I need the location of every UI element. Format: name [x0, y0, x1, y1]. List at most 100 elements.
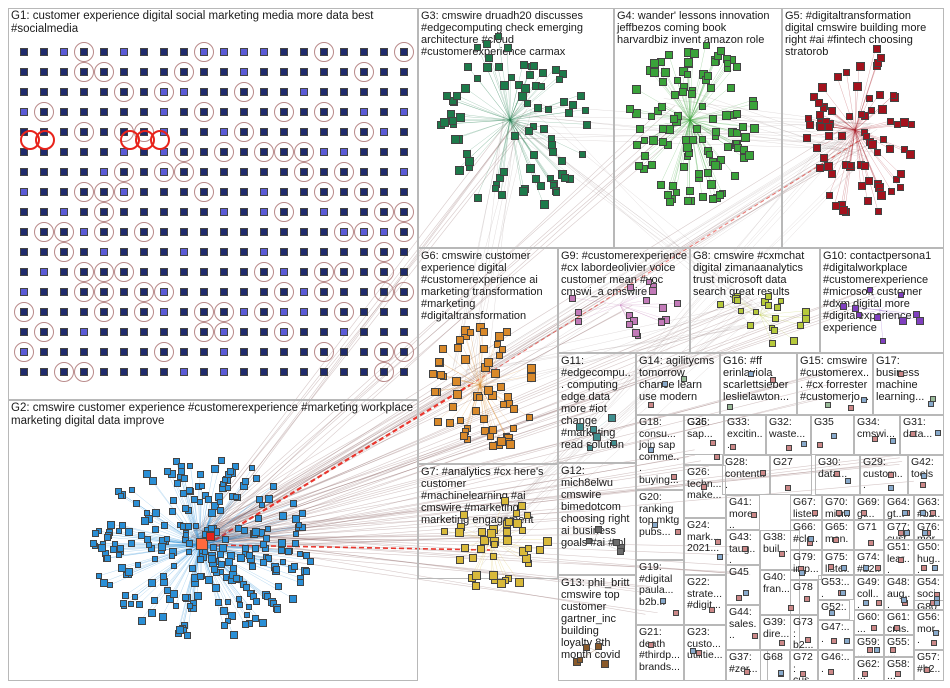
g11-vertex[interactable]: [587, 444, 594, 451]
g1-vertex[interactable]: [220, 348, 228, 356]
g1-vertex[interactable]: [360, 208, 368, 216]
g1-vertex[interactable]: [340, 48, 348, 56]
g2-vertex[interactable]: [225, 484, 232, 491]
g1-vertex[interactable]: [160, 248, 168, 256]
g11-vertex[interactable]: [608, 414, 617, 423]
g4-vertex[interactable]: [657, 181, 666, 190]
g2-vertex[interactable]: [149, 476, 158, 485]
g9-vertex[interactable]: [632, 329, 641, 338]
g1-vertex[interactable]: [320, 88, 328, 96]
g7-vertex[interactable]: [488, 571, 498, 581]
g5-vertex[interactable]: [862, 133, 870, 141]
g1-vertex[interactable]: [100, 368, 108, 376]
g4-vertex[interactable]: [660, 68, 670, 77]
g1-vertex[interactable]: [100, 328, 108, 336]
g1-vertex[interactable]: [160, 368, 168, 376]
small-group-vertex[interactable]: [898, 371, 905, 378]
g2-vertex[interactable]: [225, 617, 232, 624]
g1-vertex[interactable]: [260, 248, 268, 256]
g7-vertex[interactable]: [500, 496, 509, 505]
g2-vertex[interactable]: [307, 557, 315, 565]
g1-vertex[interactable]: [80, 68, 88, 76]
g2-vertex[interactable]: [104, 534, 112, 542]
g6-vertex[interactable]: [500, 401, 508, 409]
g8-vertex[interactable]: [764, 293, 772, 301]
g1-vertex[interactable]: [300, 308, 308, 316]
g6-vertex[interactable]: [457, 416, 465, 424]
g1-vertex[interactable]: [320, 248, 328, 256]
g5-vertex[interactable]: [885, 144, 894, 153]
g2-vertex[interactable]: [296, 579, 304, 587]
g1-vertex[interactable]: [80, 208, 88, 216]
small-group-vertex[interactable]: [801, 440, 808, 447]
g1-vertex[interactable]: [340, 88, 348, 96]
small-group-vertex[interactable]: [870, 625, 877, 631]
small-group-vertex[interactable]: [930, 396, 937, 403]
g6-vertex[interactable]: [453, 343, 462, 352]
g1-vertex[interactable]: [380, 248, 388, 256]
g6-vertex[interactable]: [504, 393, 513, 402]
g1-vertex[interactable]: [300, 368, 308, 376]
g11-vertex[interactable]: [589, 425, 597, 433]
g2-vertex[interactable]: [160, 521, 168, 529]
g1-vertex[interactable]: [320, 328, 328, 336]
small-group-vertex[interactable]: [751, 632, 758, 639]
g10-vertex[interactable]: [897, 291, 904, 298]
small-group-vertex[interactable]: [890, 647, 897, 653]
g1-vertex[interactable]: [180, 348, 188, 356]
g1-vertex[interactable]: [320, 108, 328, 116]
g1-vertex[interactable]: [400, 228, 408, 236]
g1-vertex[interactable]: [140, 268, 148, 276]
g1-vertex[interactable]: [180, 168, 188, 176]
g1-vertex[interactable]: [200, 128, 208, 136]
g2-vertex[interactable]: [237, 602, 244, 609]
g13-vertex[interactable]: [600, 659, 609, 668]
small-group-vertex[interactable]: [828, 669, 835, 676]
g13-vertex[interactable]: [583, 643, 591, 651]
g1-vertex[interactable]: [360, 108, 368, 116]
g1-vertex[interactable]: [80, 128, 88, 136]
g5-vertex[interactable]: [894, 121, 902, 129]
small-group-vertex[interactable]: [933, 600, 940, 606]
g1-vertex[interactable]: [400, 128, 408, 136]
g1-vertex[interactable]: [280, 308, 288, 316]
g2-vertex[interactable]: [173, 458, 181, 466]
small-group-vertex[interactable]: [829, 610, 836, 616]
small-group-vertex[interactable]: [662, 380, 669, 387]
small-group-vertex[interactable]: [889, 437, 896, 444]
g2-vertex[interactable]: [290, 562, 298, 570]
g2-vertex[interactable]: [208, 509, 217, 518]
g1-vertex[interactable]: [300, 328, 308, 336]
g4-vertex[interactable]: [733, 129, 742, 138]
g1-vertex[interactable]: [100, 88, 108, 96]
g10-vertex[interactable]: [898, 317, 907, 326]
g3-vertex[interactable]: [530, 150, 539, 159]
g2-vertex[interactable]: [217, 457, 225, 465]
g2-vertex[interactable]: [132, 500, 140, 508]
g6-vertex[interactable]: [495, 332, 505, 342]
g10-vertex[interactable]: [867, 286, 874, 293]
g5-vertex[interactable]: [827, 106, 836, 115]
small-group-vertex[interactable]: [860, 397, 867, 404]
g5-vertex[interactable]: [815, 99, 824, 108]
g1-vertex[interactable]: [120, 268, 128, 276]
small-group-vertex[interactable]: [840, 589, 847, 596]
g2-vertex[interactable]: [246, 603, 253, 610]
g1-vertex[interactable]: [260, 68, 268, 76]
g2-vertex[interactable]: [251, 544, 259, 552]
g1-vertex[interactable]: [400, 68, 408, 76]
g1-vertex[interactable]: [60, 88, 68, 96]
g1-vertex[interactable]: [100, 108, 108, 116]
g5-vertex[interactable]: [818, 82, 828, 92]
g1-vertex[interactable]: [320, 168, 328, 176]
g2-vertex[interactable]: [215, 599, 223, 607]
g1-vertex[interactable]: [300, 228, 308, 236]
g1-vertex[interactable]: [300, 208, 308, 216]
g1-vertex[interactable]: [80, 268, 88, 276]
g2-vertex[interactable]: [196, 470, 204, 478]
g7-vertex[interactable]: [535, 546, 544, 555]
g2-vertex[interactable]: [260, 541, 268, 549]
g1-vertex[interactable]: [260, 288, 268, 296]
g1-vertex[interactable]: [360, 128, 368, 136]
g1-vertex[interactable]: [160, 48, 168, 56]
